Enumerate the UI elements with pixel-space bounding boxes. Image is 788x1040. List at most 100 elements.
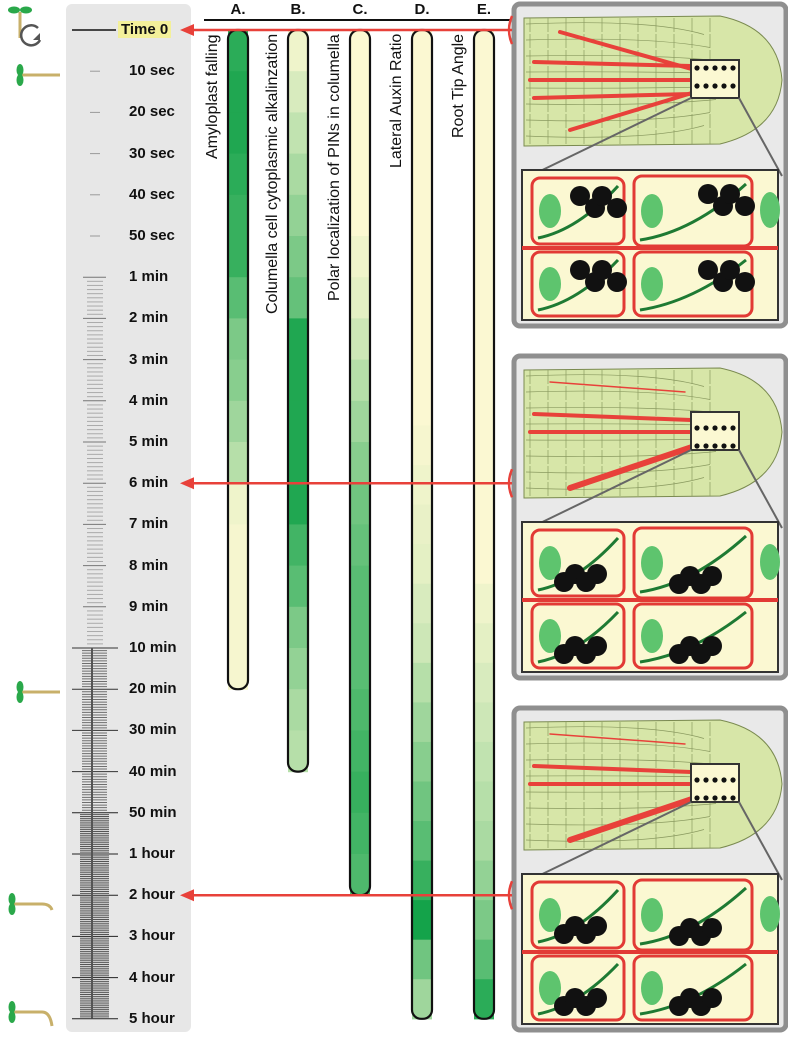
bar-segment — [350, 318, 370, 361]
bar-segment — [288, 318, 308, 361]
zoom-line — [529, 97, 692, 177]
bar-segment — [412, 148, 432, 189]
bar-segment — [412, 188, 432, 229]
amyloplast — [607, 272, 627, 292]
timeline-label: 4 min — [129, 391, 169, 409]
cell-wall — [530, 880, 626, 950]
bar-segment — [350, 689, 370, 731]
amyloplast-dot — [703, 425, 709, 431]
amyloplast — [720, 260, 740, 280]
timeline-background — [66, 4, 191, 1032]
bar-d — [410, 28, 434, 1020]
bar-segment — [474, 69, 494, 110]
bar-segment — [474, 109, 494, 150]
arrow-bracket — [507, 468, 514, 498]
bar-segment — [474, 702, 494, 743]
bar-segment — [412, 30, 432, 71]
cell-row-line — [525, 112, 711, 122]
bar-segment — [228, 277, 248, 319]
amyloplast — [587, 564, 607, 584]
amyloplast-dot — [703, 443, 709, 449]
leaf — [8, 1011, 16, 1023]
column-name: Columella cell cytoplasmic alkalinzation — [264, 33, 281, 314]
cell-row-line — [525, 374, 705, 387]
bar-segment — [228, 483, 248, 525]
bar-a — [226, 28, 250, 691]
nucleus — [641, 267, 663, 301]
cell-wall — [530, 528, 626, 598]
timeline-label: 3 min — [129, 350, 169, 368]
bar-segment — [288, 112, 308, 155]
column-name: Amyloplast falling — [204, 34, 221, 160]
bar-segment — [350, 112, 370, 155]
cell-walls — [522, 526, 778, 670]
amyloplast — [735, 272, 755, 292]
bar-segment — [412, 900, 432, 941]
zoom-line — [738, 801, 783, 881]
amyloplast-dot — [703, 83, 709, 89]
amyloplast-dot — [703, 65, 709, 71]
bar-segment — [474, 860, 494, 901]
rotate-arrow-icon — [19, 24, 42, 47]
bar-segment — [288, 359, 308, 402]
bar-segment — [474, 465, 494, 506]
auxin-arrow — [532, 764, 693, 774]
amyloplast-dot — [721, 777, 727, 783]
bar-segment — [350, 277, 370, 319]
bar-segment — [228, 112, 248, 155]
seedling-bending-icon — [8, 893, 54, 915]
bar-segment — [474, 148, 494, 189]
root-panel-1 — [511, 1, 788, 329]
bar-segment — [228, 648, 248, 690]
amyloplast — [702, 918, 722, 938]
amyloplast-dot — [721, 443, 727, 449]
amyloplast — [587, 988, 607, 1008]
column-letter: C. — [352, 1, 368, 18]
bar-segment — [474, 227, 494, 268]
timeline-label: 9 min — [129, 597, 169, 615]
bar-segment — [288, 730, 308, 773]
amyloplast-dot — [694, 65, 700, 71]
bar-segment — [474, 306, 494, 348]
nucleus — [539, 898, 561, 932]
bar-segment — [350, 854, 370, 896]
timeline-label: 1 hour — [129, 845, 175, 862]
amyloplast-dot — [730, 65, 736, 71]
amyloplast-dot — [730, 795, 736, 801]
bar-segment — [474, 781, 494, 822]
cell-row-line — [525, 390, 711, 400]
cell-row-line — [525, 38, 711, 48]
cell-row-line — [525, 726, 705, 739]
bar-segment — [228, 606, 248, 649]
bar-segment — [228, 153, 248, 196]
timeline-label: 6 min — [129, 474, 169, 492]
cell-row-line — [525, 816, 711, 826]
cell-row-line — [525, 742, 711, 752]
amyloplast — [698, 260, 718, 280]
nucleus — [539, 619, 561, 653]
seedling-vertical-icon — [8, 6, 32, 38]
bar-segment — [288, 71, 308, 113]
bar-segment — [350, 30, 370, 72]
amyloplast — [570, 186, 590, 206]
bar-segment — [228, 359, 248, 402]
amyloplast-dot — [712, 83, 718, 89]
auxin-arrow-strong — [567, 795, 698, 843]
amyloplast — [587, 636, 607, 656]
arrow-head — [180, 477, 194, 490]
timeline-label: 4 hour — [129, 968, 175, 986]
amyloplast-dot — [730, 425, 736, 431]
bar-segment — [412, 227, 432, 268]
zoom-line — [529, 801, 692, 881]
cell-row-line — [525, 477, 705, 490]
bar-segment — [412, 662, 432, 703]
amyloplast-dot — [721, 83, 727, 89]
auxin-flow-arrows — [528, 381, 698, 491]
timeline-label: 10 sec — [129, 62, 175, 80]
auxin-arrow — [532, 412, 693, 422]
nucleus — [539, 971, 561, 1005]
timeline-arrow — [180, 880, 514, 910]
bar-segment — [474, 188, 494, 229]
bar-segment — [412, 385, 432, 427]
